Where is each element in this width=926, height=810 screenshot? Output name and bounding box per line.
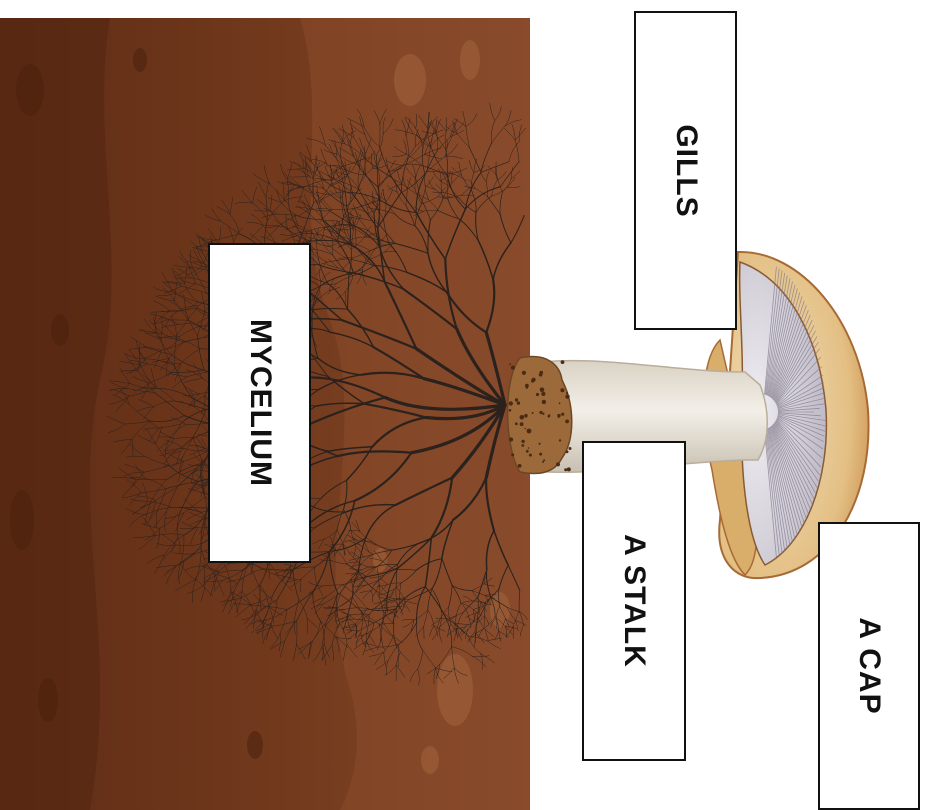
speckle (521, 444, 524, 447)
speckle (565, 420, 569, 424)
speckle (542, 400, 546, 404)
speckle (524, 414, 528, 418)
speckle (543, 459, 545, 461)
speckle (541, 392, 545, 396)
speckle (561, 360, 565, 364)
speckle (521, 440, 524, 443)
speckle (509, 437, 513, 441)
speckle (559, 402, 561, 404)
speckle (515, 398, 518, 401)
speckle (509, 401, 513, 405)
speckle (520, 422, 524, 426)
speckle (536, 393, 539, 396)
speckle (569, 447, 572, 450)
speckle (542, 413, 544, 415)
speckle (518, 464, 522, 468)
speckle (539, 373, 543, 377)
label-mycelium-text: MYCELIUM (243, 319, 277, 487)
speckle (517, 401, 520, 404)
speckle (509, 409, 512, 412)
speckle (548, 414, 550, 416)
label-cap: A CAP (818, 522, 920, 810)
label-gills: GILLS (634, 11, 737, 330)
speckle (565, 394, 569, 398)
speckle (509, 363, 511, 365)
speckle (556, 462, 560, 466)
speckle (539, 453, 542, 456)
speckle (564, 468, 567, 471)
speckle (532, 378, 536, 382)
speckle (559, 439, 561, 441)
speckle (526, 386, 529, 389)
label-gills-text: GILLS (669, 124, 703, 217)
label-mycelium: MYCELIUM (208, 243, 311, 563)
speckle (566, 450, 569, 453)
speckle (567, 467, 571, 471)
speckle (511, 453, 514, 456)
speckle (560, 388, 564, 392)
speckle (522, 371, 526, 375)
speckle (532, 412, 534, 414)
speckle (525, 428, 527, 430)
speckle (540, 387, 545, 392)
speckle (511, 366, 515, 370)
speckle (528, 447, 530, 449)
speckle (542, 461, 544, 463)
speckle (515, 422, 518, 425)
speckle (557, 414, 560, 417)
label-stalk: A STALK (582, 441, 686, 761)
label-stalk-text: A STALK (617, 534, 651, 668)
speckle (566, 392, 568, 394)
speckle (526, 450, 529, 453)
speckle (529, 454, 532, 457)
speckle (520, 415, 525, 420)
speckle (539, 443, 541, 445)
speckle (527, 429, 532, 434)
speckle (561, 413, 564, 416)
label-cap-text: A CAP (852, 617, 886, 714)
